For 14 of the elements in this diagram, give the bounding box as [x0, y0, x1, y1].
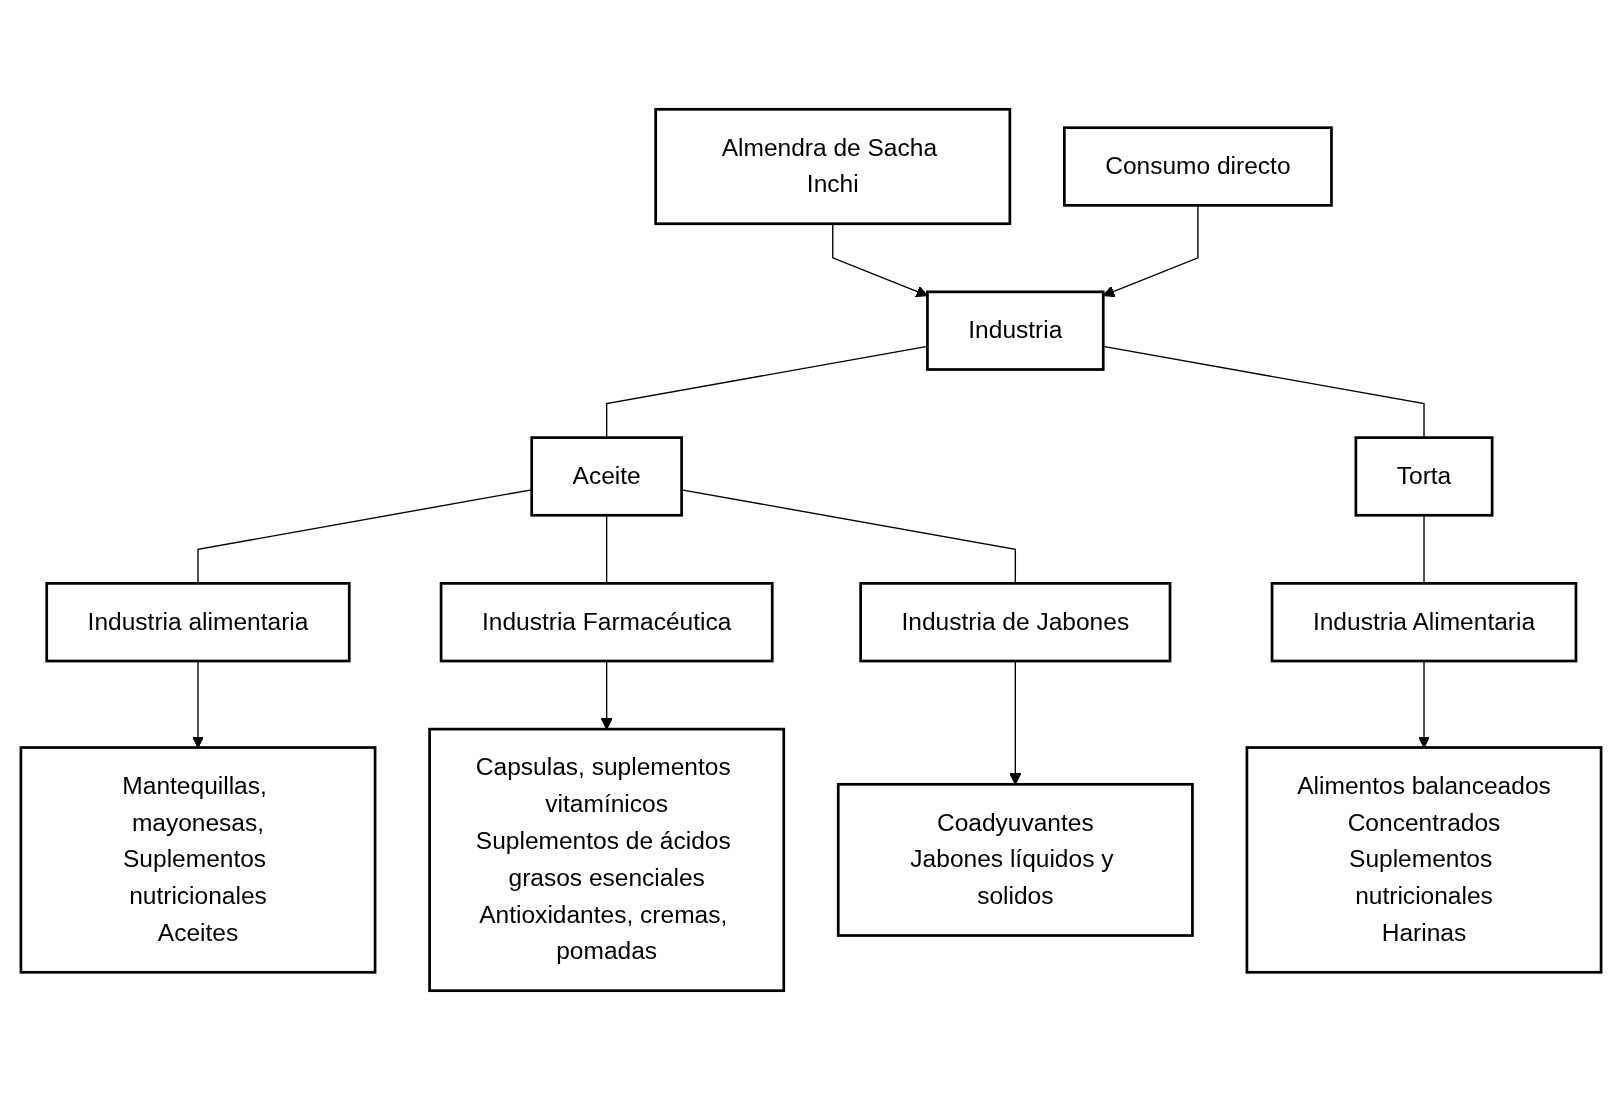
node-box: Consumo directo [1063, 126, 1333, 207]
node-box: Aceite [530, 436, 683, 517]
node-box: Coadyuvantes Jabones líquidos y solidos [836, 782, 1194, 937]
node-box: Industria Alimentaria [1270, 582, 1578, 663]
node-box: Industria [926, 290, 1105, 371]
arrow [832, 223, 928, 298]
node-box: Mantequillas, mayonesas, Suplementos nutricionales Aceites [19, 746, 377, 974]
node-box: Almendra de Sacha Inchi [654, 107, 1012, 226]
node-box: Industria alimentaria [45, 582, 351, 663]
node-box: Industria Farmacéutica [439, 582, 774, 663]
node-box: Industria de Jabones [859, 582, 1172, 663]
node-box: Torta [1354, 436, 1494, 517]
node-box: Capsulas, suplementos vitamínicos Suplementos de ácidos grasos esenciales Antioxidantes, cremas, pomadas [428, 727, 786, 993]
node-box: Alimentos balanceados Concentrados Suplementos nutricionales Harinas [1245, 746, 1603, 974]
